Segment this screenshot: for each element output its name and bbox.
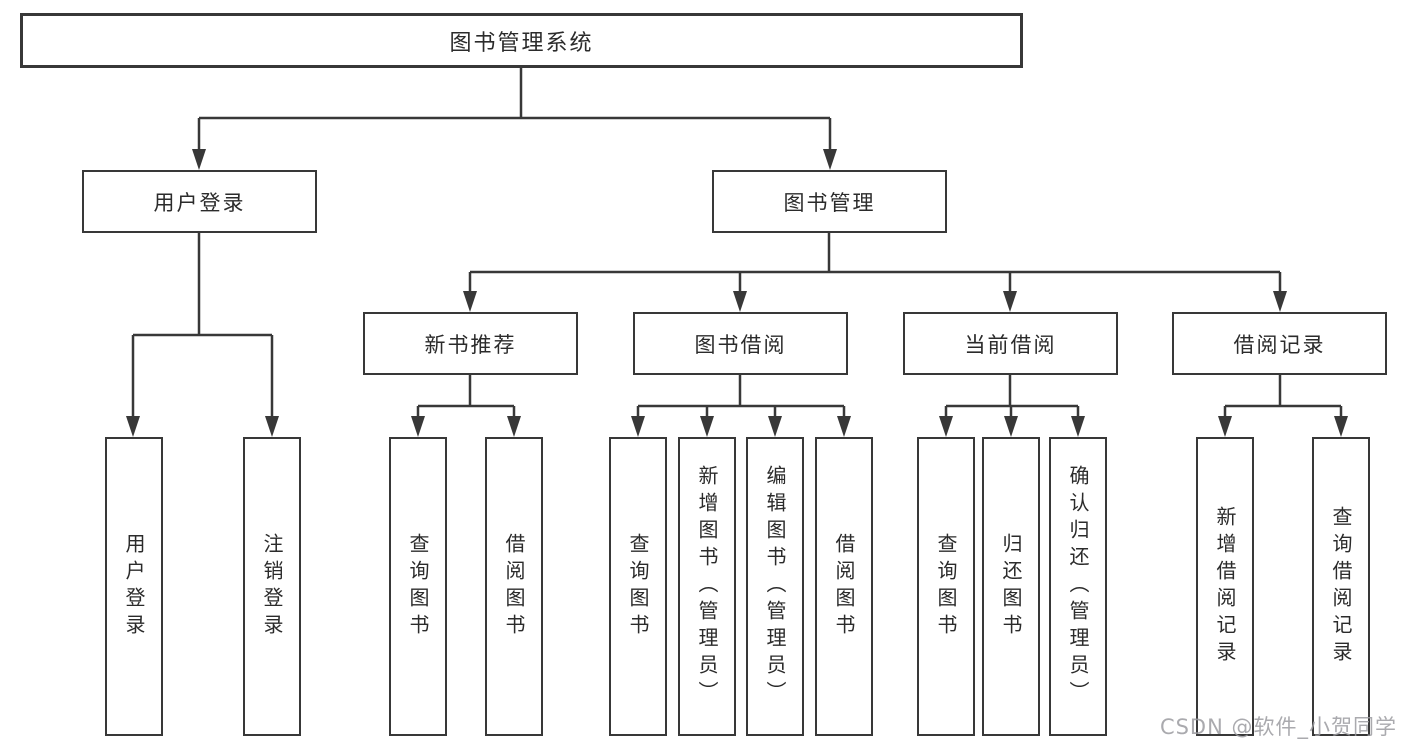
node-new-book-recommendation: 新书推荐 <box>363 312 578 375</box>
csdn-watermark: CSDN @软件_小贺同学 <box>1159 715 1397 739</box>
leaf-query-books-recommend: 查询图书 <box>389 437 447 736</box>
node-book-borrowing: 图书借阅 <box>633 312 848 375</box>
node-book-management: 图书管理 <box>712 170 947 233</box>
leaf-borrow-books-recommend: 借阅图书 <box>485 437 543 736</box>
leaf-add-borrow-record: 新增借阅记录 <box>1196 437 1254 736</box>
leaf-return-book: 归还图书 <box>982 437 1040 736</box>
leaf-query-borrow-record: 查询借阅记录 <box>1312 437 1370 736</box>
node-library-management-system: 图书管理系统 <box>20 13 1023 68</box>
arrowhead-icons <box>126 149 1348 437</box>
node-current-borrowing: 当前借阅 <box>903 312 1118 375</box>
leaf-query-books-borrow: 查询图书 <box>609 437 667 736</box>
leaf-edit-book-admin: 编辑图书（管理员） <box>746 437 804 736</box>
leaf-add-book-admin: 新增图书（管理员） <box>678 437 736 736</box>
tree-edges <box>131 68 1343 420</box>
leaf-confirm-return-admin: 确认归还（管理员） <box>1049 437 1107 736</box>
leaf-logout: 注销登录 <box>243 437 301 736</box>
node-borrowing-records: 借阅记录 <box>1172 312 1387 375</box>
node-user-login: 用户登录 <box>82 170 317 233</box>
leaf-query-books-current: 查询图书 <box>917 437 975 736</box>
leaf-user-login: 用户登录 <box>105 437 163 736</box>
leaf-borrow-books: 借阅图书 <box>815 437 873 736</box>
